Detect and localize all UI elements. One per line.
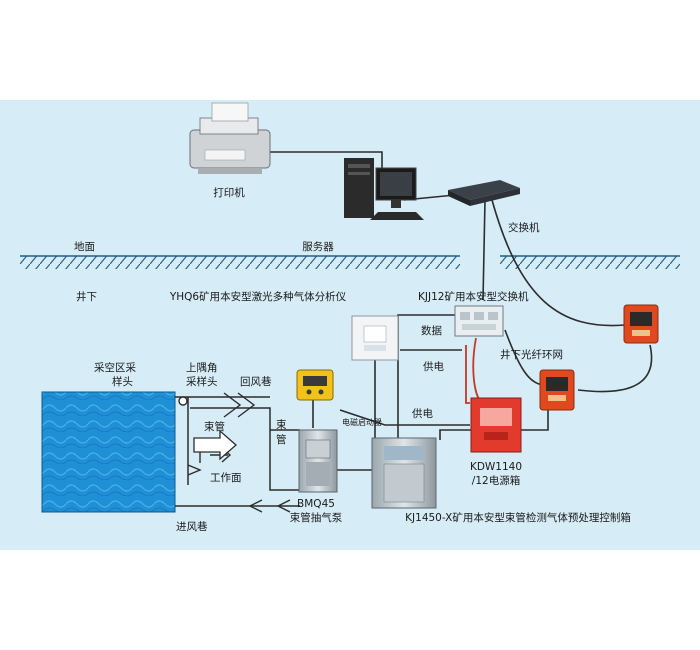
goaf-sampler-label-line2: 样头 <box>112 375 133 388</box>
analyzer-label: YHQ6矿用本安型激光多种气体分析仪 <box>169 290 347 303</box>
mine-switch-icon <box>454 305 504 337</box>
starter-label: 电磁启动器 <box>342 417 382 427</box>
goaf-area-icon <box>42 392 175 512</box>
fiber-ring-node-icon-2 <box>539 369 575 411</box>
control-box-icon <box>371 437 437 509</box>
network-switch-label: KJJ12矿用本安型交换机 <box>418 290 529 303</box>
intake-airway-label: 进风巷 <box>176 521 208 533</box>
printer-icon <box>189 102 271 174</box>
ground-surface <box>20 255 680 269</box>
fiber-ring-node-icon <box>623 304 659 344</box>
server-tower-icon <box>344 158 424 220</box>
goaf-sampler-label-line1: 采空区采 <box>94 361 136 374</box>
ground-label: 地面 <box>74 240 95 253</box>
bundle-tube-label: 束管 <box>204 420 225 433</box>
bundle-tube-arrow <box>193 429 237 461</box>
power-supply-label-1: 供电 <box>423 360 444 373</box>
bundle-tube-vertical-label-1: 束 <box>276 419 287 431</box>
gas-analyzer-icon <box>351 315 399 361</box>
pump-label-line1: BMQ45 <box>297 498 335 510</box>
pump-label-line2: 束管抽气泵 <box>290 511 343 524</box>
network-switch-icon <box>448 180 520 206</box>
power-box-icon <box>470 397 522 453</box>
fiber-ring-label: 井下光纤环网 <box>500 348 563 361</box>
power-box-label-line2: /12电源箱 <box>472 474 520 487</box>
power-supply-label-2: 供电 <box>412 407 433 420</box>
bundle-tube-vertical-label-2: 管 <box>276 433 287 446</box>
switch-label: 交换机 <box>508 221 540 234</box>
pump-icon <box>298 429 338 493</box>
electromagnetic-starter-icon <box>296 369 334 401</box>
data-label: 数据 <box>421 324 442 337</box>
working-face-label: 工作面 <box>210 472 242 484</box>
cables <box>268 151 653 471</box>
return-airway-label: 回风巷 <box>240 376 272 388</box>
server-label: 服务器 <box>302 240 334 253</box>
power-box-label-line1: KDW1140 <box>470 461 522 473</box>
corner-sampler-point <box>178 396 188 406</box>
printer-label: 打印机 <box>213 186 245 199</box>
corner-sampler-label-line2: 采样头 <box>186 375 218 388</box>
underground-label: 井下 <box>76 290 97 303</box>
control-box-label: KJ1450-X矿用本安型束管检测气体预处理控制箱 <box>405 511 631 524</box>
corner-sampler-label-line1: 上隅角 <box>186 362 218 374</box>
